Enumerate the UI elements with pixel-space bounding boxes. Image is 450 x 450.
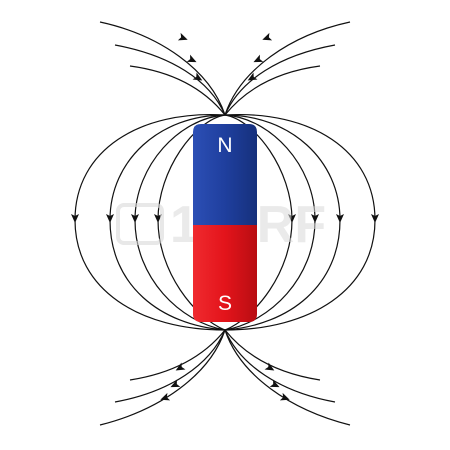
field-line [114, 329, 226, 403]
field-line [129, 329, 226, 381]
field-line [224, 21, 351, 116]
field-line [99, 329, 226, 426]
field-direction-arrow-icon [160, 392, 171, 401]
field-line [224, 65, 321, 116]
field-direction-arrow-icon [170, 379, 181, 388]
field-direction-arrow-icon [262, 32, 273, 41]
south-pole [193, 225, 257, 322]
field-direction-arrow-icon [371, 214, 379, 223]
field-line [99, 21, 226, 116]
field-direction-arrow-icon [279, 392, 290, 401]
field-line [129, 65, 226, 116]
field-direction-arrow-icon [131, 214, 139, 223]
field-direction-arrow-icon [71, 214, 79, 223]
north-pole [193, 124, 257, 225]
field-line [224, 329, 336, 403]
field-line [114, 44, 226, 116]
field-direction-arrow-icon [264, 362, 275, 371]
watermark-badge-icon [116, 203, 164, 245]
south-pole-label: S [218, 292, 232, 315]
field-direction-arrow-icon [247, 72, 258, 81]
field-direction-arrow-icon [288, 214, 296, 223]
field-direction-arrow-icon [269, 379, 280, 388]
bar-magnet: N S [193, 124, 257, 322]
field-direction-arrow-icon [186, 54, 197, 63]
north-pole-label: N [217, 134, 232, 157]
field-line [224, 329, 321, 381]
field-direction-arrow-icon [175, 362, 186, 371]
field-line [224, 329, 351, 426]
field-direction-arrow-icon [177, 32, 188, 41]
field-direction-arrow-icon [106, 214, 114, 223]
field-direction-arrow-icon [192, 72, 203, 81]
field-line [224, 44, 336, 116]
field-direction-arrow-icon [311, 214, 319, 223]
arrows [71, 32, 379, 401]
field-direction-arrow-icon [253, 54, 264, 63]
field-direction-arrow-icon [336, 214, 344, 223]
